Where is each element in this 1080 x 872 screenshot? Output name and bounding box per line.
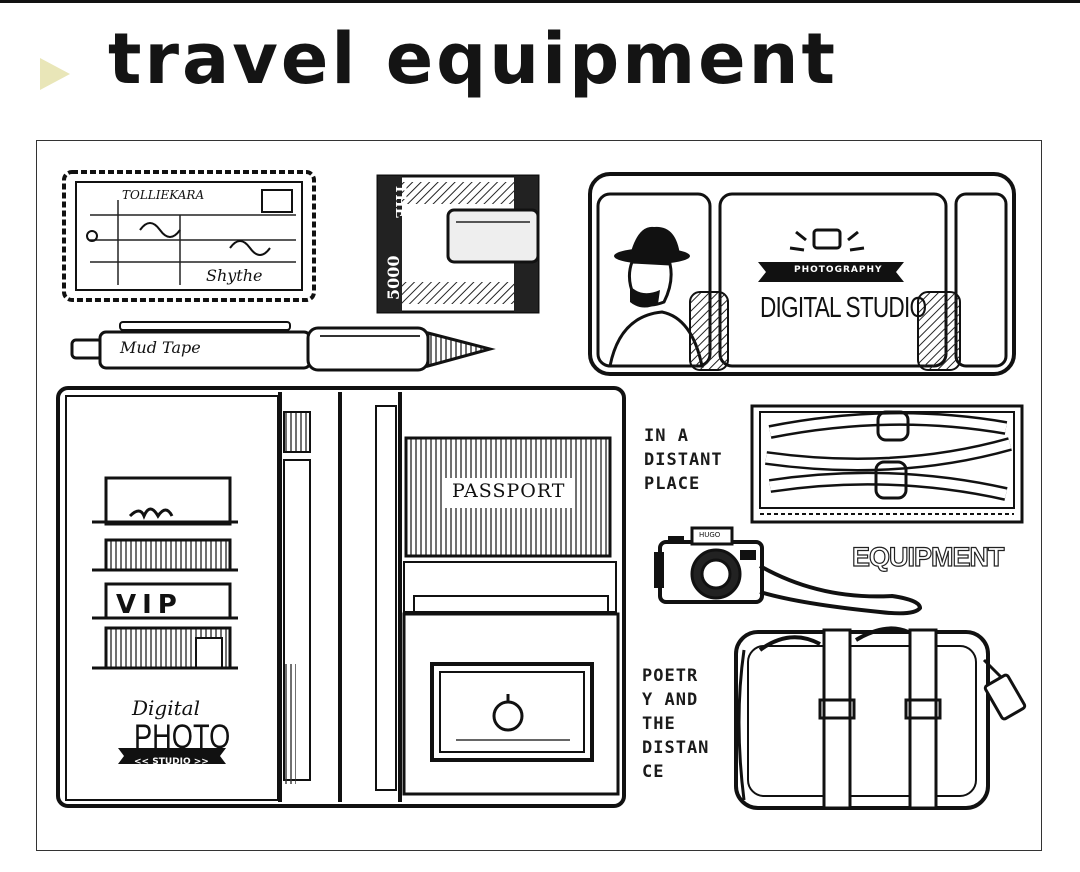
caption-equipment: EQUIPMENT xyxy=(851,541,1005,572)
stamp-sheet-frame xyxy=(36,140,1042,851)
ticket-signature-text: Shythe xyxy=(206,266,263,285)
train-badge-main: DIGITAL STUDIO xyxy=(760,292,927,324)
money-clip-text: THE xyxy=(392,184,408,219)
wallet-stamp xyxy=(56,386,626,808)
vip-card-text: VIP xyxy=(116,590,183,620)
train-badge-top: PHOTOGRAPHY xyxy=(794,265,883,275)
camera-stamp xyxy=(654,526,923,616)
camera-brand-text: HUGO xyxy=(699,531,721,539)
top-border-line xyxy=(0,0,1080,3)
suitcase-stamp xyxy=(734,626,1027,810)
belts-box-stamp xyxy=(750,404,1024,524)
play-arrow-icon xyxy=(40,58,70,90)
money-clip-denomination: 5000 xyxy=(384,255,403,300)
train-window-stamp xyxy=(588,172,1016,376)
page-title: travel equipment xyxy=(108,18,838,100)
money-clip-stamp xyxy=(376,174,540,314)
caption-distant-place: IN A DISTANT PLACE xyxy=(644,426,723,494)
passport-label: PASSPORT xyxy=(452,480,566,502)
caption-poetry-distance: POETR Y AND THE DISTAN CE xyxy=(642,666,710,782)
pen-text: Mud Tape xyxy=(120,338,201,357)
card-stamp-main: PHOTO xyxy=(134,718,231,756)
pen-stamp xyxy=(70,321,496,372)
card-stamp-top: Digital xyxy=(132,696,200,720)
ticket-stamp xyxy=(62,170,316,302)
ticket-header-text: TOLLIEKARA xyxy=(122,188,205,202)
card-stamp-bottom: << STUDIO >> xyxy=(134,757,209,767)
